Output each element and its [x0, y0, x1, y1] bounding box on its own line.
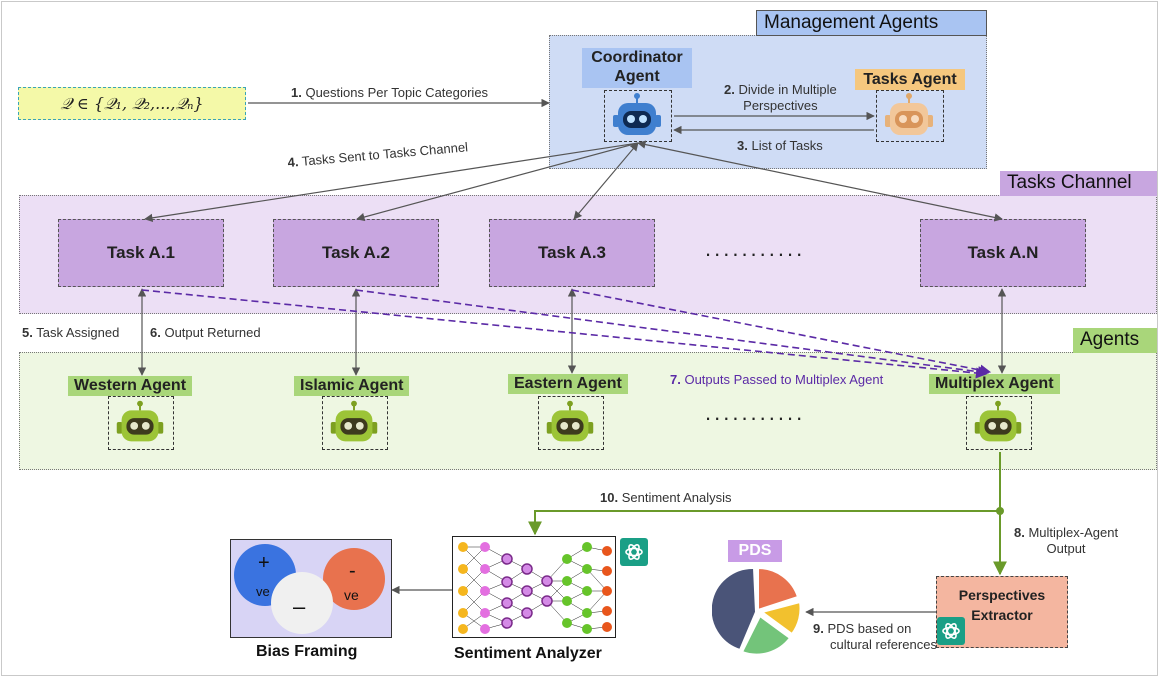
agent-label-islamic: Islamic Agent: [294, 376, 410, 396]
perspectives-extractor-box: Perspectives Extractor: [936, 576, 1068, 648]
step-10-num: 10.: [600, 490, 619, 505]
query-box: 𝒬 ∈ {𝒬₁, 𝒬₂,...,𝒬ₙ}: [18, 87, 246, 120]
multiplex-robot-icon: [974, 400, 1022, 442]
step-8-num: 8.: [1014, 525, 1025, 540]
neutral-circle: [271, 572, 333, 634]
step-9-line1: PDS based on: [827, 621, 912, 636]
neural-network-icon: [458, 542, 612, 634]
step-5-num: 5.: [22, 325, 33, 340]
task-box: Task A.3: [489, 219, 655, 287]
tasks-agent-robot-box: [876, 90, 944, 142]
sentiment-analyzer-caption: Sentiment Analyzer: [454, 645, 602, 662]
step-8-line2: Output: [1046, 541, 1086, 556]
tasks-ellipsis: ...........: [705, 236, 806, 261]
bias-framing-caption: Bias Framing: [256, 643, 358, 660]
step-2-line1: Divide in Multiple: [738, 82, 837, 97]
step-8-line1: Multiplex-Agent: [1028, 525, 1119, 540]
step-6-num: 6.: [150, 325, 161, 340]
neutral-sign: –: [293, 594, 306, 619]
eastern-robot-icon: [546, 400, 594, 442]
tasks-agent-title: Tasks Agent: [855, 69, 965, 90]
step-9-num: 9.: [813, 621, 824, 636]
tasks-agent-robot-icon: [885, 93, 933, 135]
chatgpt-glyph: [942, 623, 960, 639]
step-5-text: Task Assigned: [36, 325, 120, 340]
step-1-label: 1. Questions Per Topic Categories: [291, 85, 488, 101]
step-7-label: 7. Outputs Passed to Multiplex Agent: [670, 372, 883, 388]
sentiment-analyzer-box: [452, 536, 616, 638]
multiplex-robot-box: [966, 396, 1032, 450]
agent-label-multiplex: Multiplex Agent: [929, 374, 1060, 394]
western-robot-icon: [116, 400, 164, 442]
step-6-text: Output Returned: [164, 325, 261, 340]
tasks-channel-header: Tasks Channel: [1000, 171, 1157, 196]
task-box: Task A.N: [920, 219, 1086, 287]
eastern-robot-box: [538, 396, 604, 450]
step-8-label: 8. Multiplex-Agent Output: [1014, 525, 1118, 557]
minus-sign: -: [349, 560, 356, 582]
chatgpt-icon: [620, 538, 648, 566]
agents-header: Agents: [1073, 328, 1157, 353]
islamic-robot-box: [322, 396, 388, 450]
negative-circle: [323, 548, 385, 610]
step-7-num: 7.: [670, 372, 681, 387]
step-2-num: 2.: [724, 82, 735, 97]
chatgpt-icon: [937, 617, 965, 645]
task-box: Task A.1: [58, 219, 224, 287]
step-1-num: 1.: [291, 85, 302, 100]
extractor-line2: Extractor: [971, 607, 1033, 623]
step-10-text: Sentiment Analysis: [621, 490, 732, 505]
step-7-text: Outputs Passed to Multiplex Agent: [684, 372, 884, 387]
coordinator-robot-box: [604, 90, 672, 142]
extractor-line1: Perspectives: [958, 587, 1046, 603]
step-6-label: 6. Output Returned: [150, 325, 261, 341]
management-header: Management Agents: [756, 10, 987, 36]
plus-sign: +: [258, 552, 270, 574]
coordinator-title-line1: Coordinator: [591, 49, 683, 66]
agent-label-western: Western Agent: [68, 376, 193, 396]
coordinator-robot-icon: [613, 93, 661, 135]
step-10-label: 10. Sentiment Analysis: [600, 490, 732, 506]
bias-framing-box: + ve - ve –: [230, 539, 392, 638]
step-1-text: Questions Per Topic Categories: [305, 85, 489, 100]
minus-ve: ve: [344, 587, 359, 603]
step-2-line2: Perspectives: [743, 98, 818, 113]
western-robot-box: [108, 396, 174, 450]
islamic-robot-icon: [330, 400, 378, 442]
step-2-label: 2. Divide in Multiple Perspectives: [724, 82, 837, 114]
step-5-label: 5. Task Assigned: [22, 325, 119, 341]
pds-label: PDS: [728, 540, 782, 562]
agents-ellipsis: ...........: [705, 400, 806, 425]
task-box: Task A.2: [273, 219, 439, 287]
step-3-num: 3.: [737, 138, 748, 153]
step-9-label: 9. PDS based on cultural references: [813, 621, 937, 653]
step-3-label: 3. List of Tasks: [737, 138, 823, 154]
coordinator-title-line2: Agent: [614, 68, 660, 85]
chatgpt-glyph: [625, 544, 643, 560]
step-4-num: 4.: [287, 154, 300, 170]
plus-ve: ve: [256, 584, 270, 599]
step-9-line2: cultural references: [830, 637, 937, 652]
coordinator-title: Coordinator Agent: [582, 48, 692, 88]
agent-label-eastern: Eastern Agent: [508, 374, 628, 394]
step-3-text: List of Tasks: [751, 138, 823, 153]
pds-pie-icon: [712, 566, 802, 656]
query-text: 𝒬 ∈ {𝒬₁, 𝒬₂,...,𝒬ₙ}: [60, 93, 204, 113]
